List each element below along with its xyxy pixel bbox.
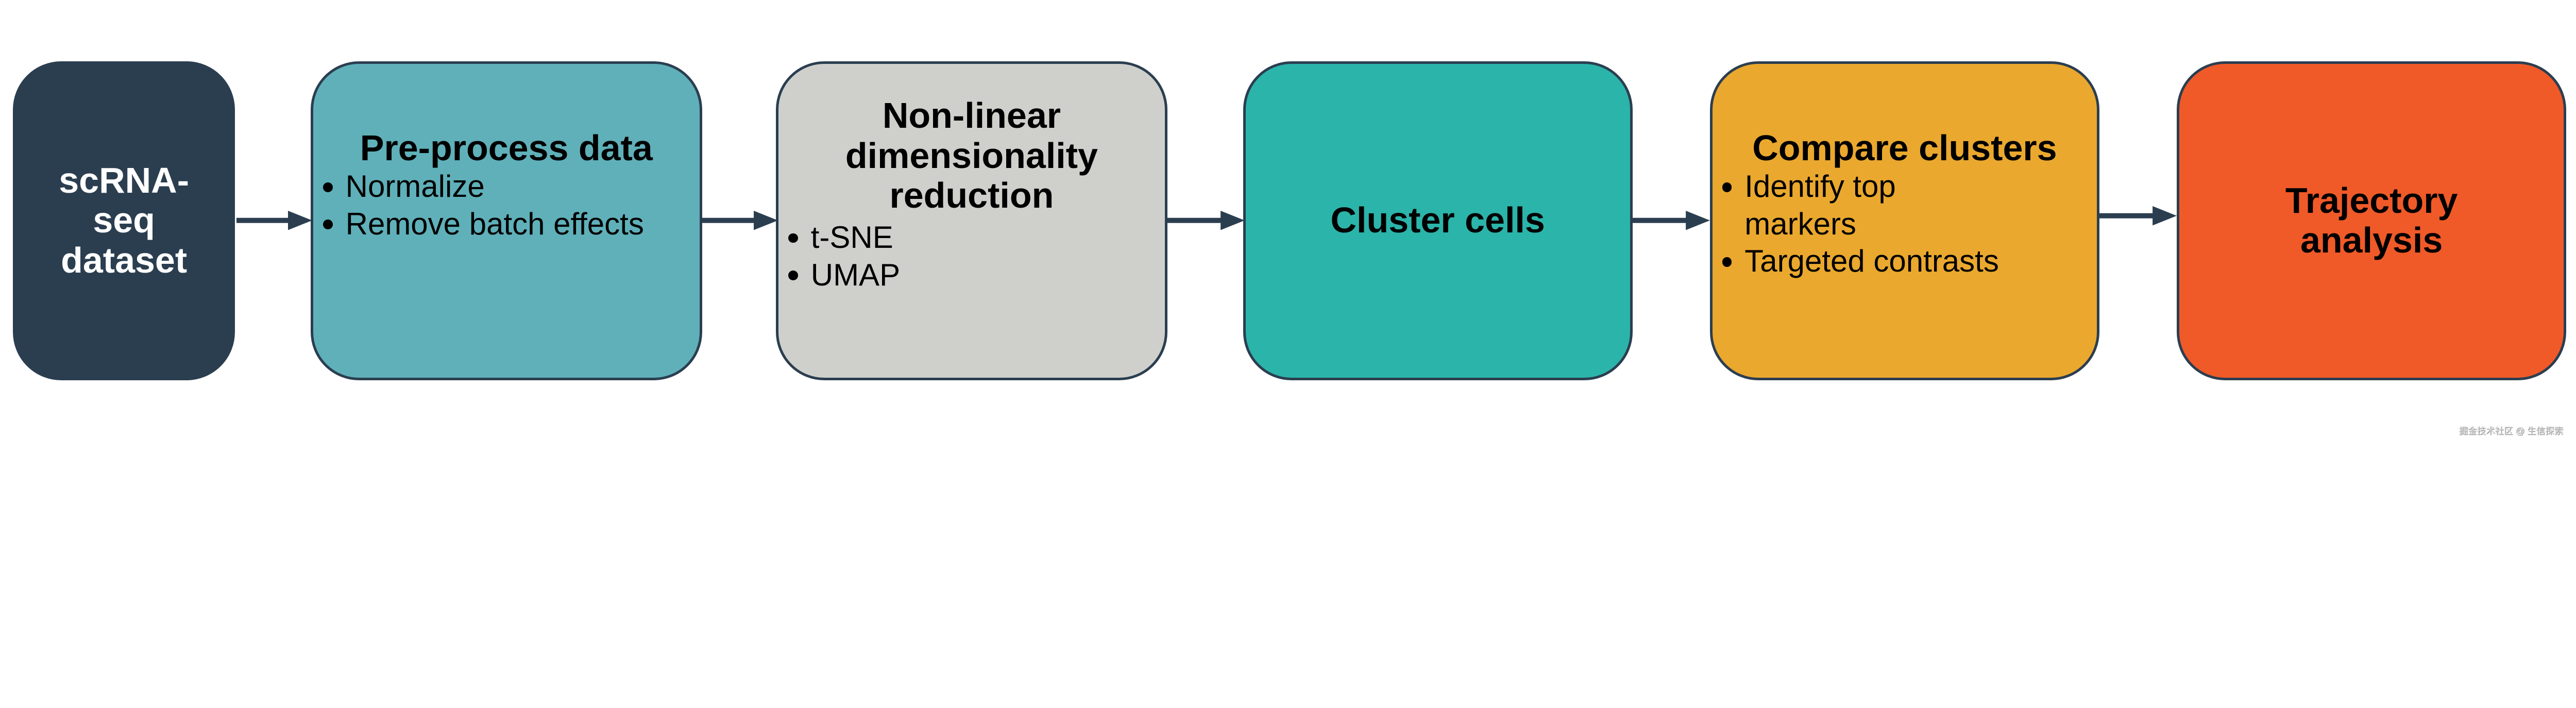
bullet-item: Identify top markers — [1722, 168, 2097, 243]
bullet-item: Normalize — [323, 168, 700, 206]
bullet-list: Normalize Remove batch effects — [313, 168, 699, 243]
step-title: scRNA-seq dataset — [59, 160, 190, 280]
arrow-icon — [702, 211, 778, 230]
watermark: 掘金技术社区 @ 生信探索 — [2459, 425, 2564, 436]
step-box-compare-clusters: Compare clusters Identify top markers Ta… — [1709, 61, 2099, 380]
step-box-dataset: scRNA-seq dataset — [13, 61, 235, 380]
step-title: Cluster cells — [1330, 200, 1545, 241]
bullet-item: Remove batch effects — [323, 206, 700, 243]
step-box-trajectory: Trajectory analysis — [2177, 61, 2567, 380]
bullet-item: t-SNE — [788, 219, 1165, 257]
step-title: Compare clusters — [1752, 127, 2057, 168]
step-title: Trajectory analysis — [2285, 180, 2458, 261]
arrow-icon — [1632, 211, 1710, 230]
bullet-item: UMAP — [788, 257, 1165, 294]
step-box-cluster-cells: Cluster cells — [1243, 61, 1633, 380]
step-box-dimensionality-reduction: Non-linear dimensionality reduction t-SN… — [776, 61, 1167, 380]
step-box-preprocess: Pre-process data Normalize Remove batch … — [311, 61, 702, 380]
step-title: Non-linear dimensionality reduction — [845, 95, 1098, 216]
bullet-list: t-SNE UMAP — [778, 219, 1164, 294]
bullet-item: Targeted contrasts — [1722, 243, 2097, 280]
step-title: Pre-process data — [360, 127, 653, 168]
bullet-list: Identify top markers Targeted contrasts — [1713, 168, 2097, 280]
arrow-icon — [1167, 211, 1245, 230]
arrow-icon — [236, 211, 313, 230]
arrow-icon — [2099, 206, 2177, 226]
